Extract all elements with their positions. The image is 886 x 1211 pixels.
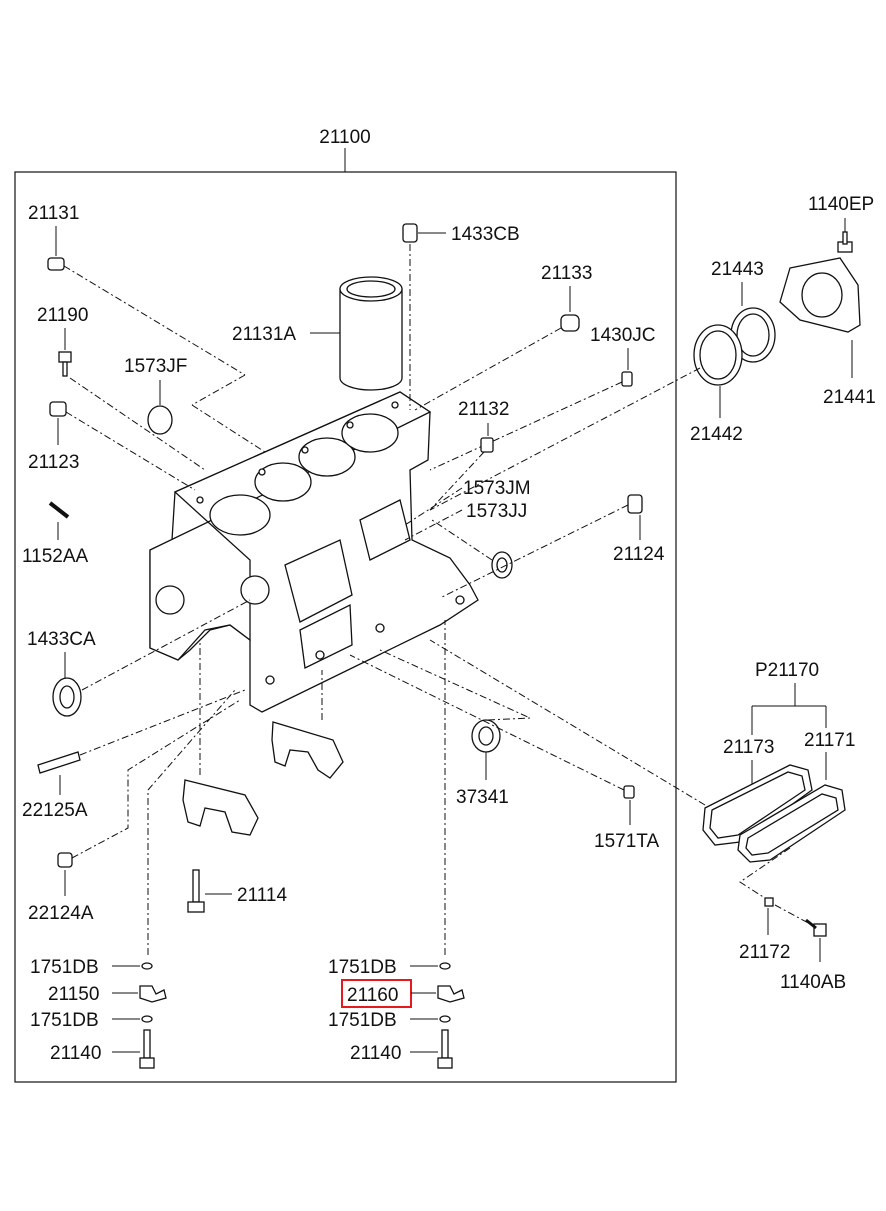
part-label-1140AB[interactable]: 1140AB xyxy=(780,972,846,993)
bolt-21190: 21190 xyxy=(37,305,206,471)
plug-21133: 21133 xyxy=(414,263,592,411)
part-label-21100[interactable]: 21100 xyxy=(319,127,370,148)
dowel-1433CB: 1433CB xyxy=(402,223,520,410)
part-label-21190[interactable]: 21190 xyxy=(37,305,88,326)
cylinder-liner-21131A: 21131A xyxy=(232,276,403,391)
cylinder-block xyxy=(149,391,479,713)
part-label-1573JM[interactable]: 1573JM xyxy=(463,478,531,499)
part-label-21140-left[interactable]: 21140 xyxy=(50,1043,101,1064)
part-label-1140EP[interactable]: 1140EP xyxy=(808,194,874,215)
part-label-22125A[interactable]: 22125A xyxy=(22,800,88,821)
part-label-21441[interactable]: 21441 xyxy=(823,387,876,408)
part-label-21133[interactable]: 21133 xyxy=(541,263,592,284)
seal-1433CA: 1433CA xyxy=(27,599,251,717)
pin-1430JC: 1430JC xyxy=(429,325,656,471)
left-fastener-stack: 1751DB 21150 1751DB 21140 xyxy=(30,957,167,1069)
part-label-37341[interactable]: 37341 xyxy=(456,787,509,808)
plug-1573JM-1573JJ: 1573JM 1573JJ xyxy=(404,478,531,579)
part-label-1571TA[interactable]: 1571TA xyxy=(594,831,659,852)
cover-group-P21170: P21170 21173 21171 21172 1140AB xyxy=(429,639,855,993)
part-label-21172[interactable]: 21172 xyxy=(739,942,790,963)
part-label-1430JC[interactable]: 1430JC xyxy=(590,325,656,346)
bearing-cap-21114: 21114 xyxy=(147,640,344,955)
part-label-21131A[interactable]: 21131A xyxy=(232,324,296,345)
assembly-frame: 21100 xyxy=(14,127,677,1083)
plug-1571TA: 1571TA xyxy=(349,654,659,852)
seal-37341: 37341 xyxy=(379,649,531,808)
part-label-1751DB-right-1[interactable]: 1751DB xyxy=(328,957,397,978)
part-label-1573JF[interactable]: 1573JF xyxy=(124,356,187,377)
part-label-22124A[interactable]: 22124A xyxy=(28,903,94,924)
part-label-21171[interactable]: 21171 xyxy=(804,730,855,751)
part-label-21150[interactable]: 21150 xyxy=(48,984,99,1005)
pin-21132: 21132 xyxy=(429,399,509,511)
part-label-21443[interactable]: 21443 xyxy=(711,259,764,280)
part-label-1751DB-left-2[interactable]: 1751DB xyxy=(30,1010,99,1031)
part-label-21114[interactable]: 21114 xyxy=(237,885,287,906)
part-label-21442[interactable]: 21442 xyxy=(690,424,743,445)
stud-1152AA: 1152AA xyxy=(22,501,89,567)
dowel-21124: 21124 xyxy=(439,494,665,599)
stud-22125A: 22125A xyxy=(22,689,246,821)
rear-seal-group: 1140EP 21441 21443 21442 xyxy=(429,194,876,511)
part-label-21124[interactable]: 21124 xyxy=(613,544,665,565)
part-label-1751DB-right-2[interactable]: 1751DB xyxy=(328,1010,397,1031)
part-label-1152AA[interactable]: 1152AA xyxy=(22,546,89,567)
part-label-P21170[interactable]: P21170 xyxy=(755,660,819,681)
part-label-21160[interactable]: 21160 xyxy=(347,985,398,1006)
part-label-21173[interactable]: 21173 xyxy=(723,737,774,758)
part-label-1433CB[interactable]: 1433CB xyxy=(451,224,520,245)
plug-1573JF: 1573JF xyxy=(124,356,187,435)
part-label-1751DB-left-1[interactable]: 1751DB xyxy=(30,957,99,978)
part-label-21123[interactable]: 21123 xyxy=(28,452,79,473)
plug-21123: 21123 xyxy=(28,401,196,491)
dowel-22124A: 22124A xyxy=(28,699,241,924)
part-label-21140-right[interactable]: 21140 xyxy=(350,1043,401,1064)
part-label-1433CA[interactable]: 1433CA xyxy=(27,629,96,650)
part-label-21132[interactable]: 21132 xyxy=(458,399,509,420)
right-fastener-stack: 1751DB 21160 1751DB 21140 xyxy=(328,620,465,1069)
part-label-21131[interactable]: 21131 xyxy=(28,203,79,224)
part-label-1573JJ[interactable]: 1573JJ xyxy=(466,501,527,522)
plug-21131: 21131 xyxy=(28,203,266,453)
